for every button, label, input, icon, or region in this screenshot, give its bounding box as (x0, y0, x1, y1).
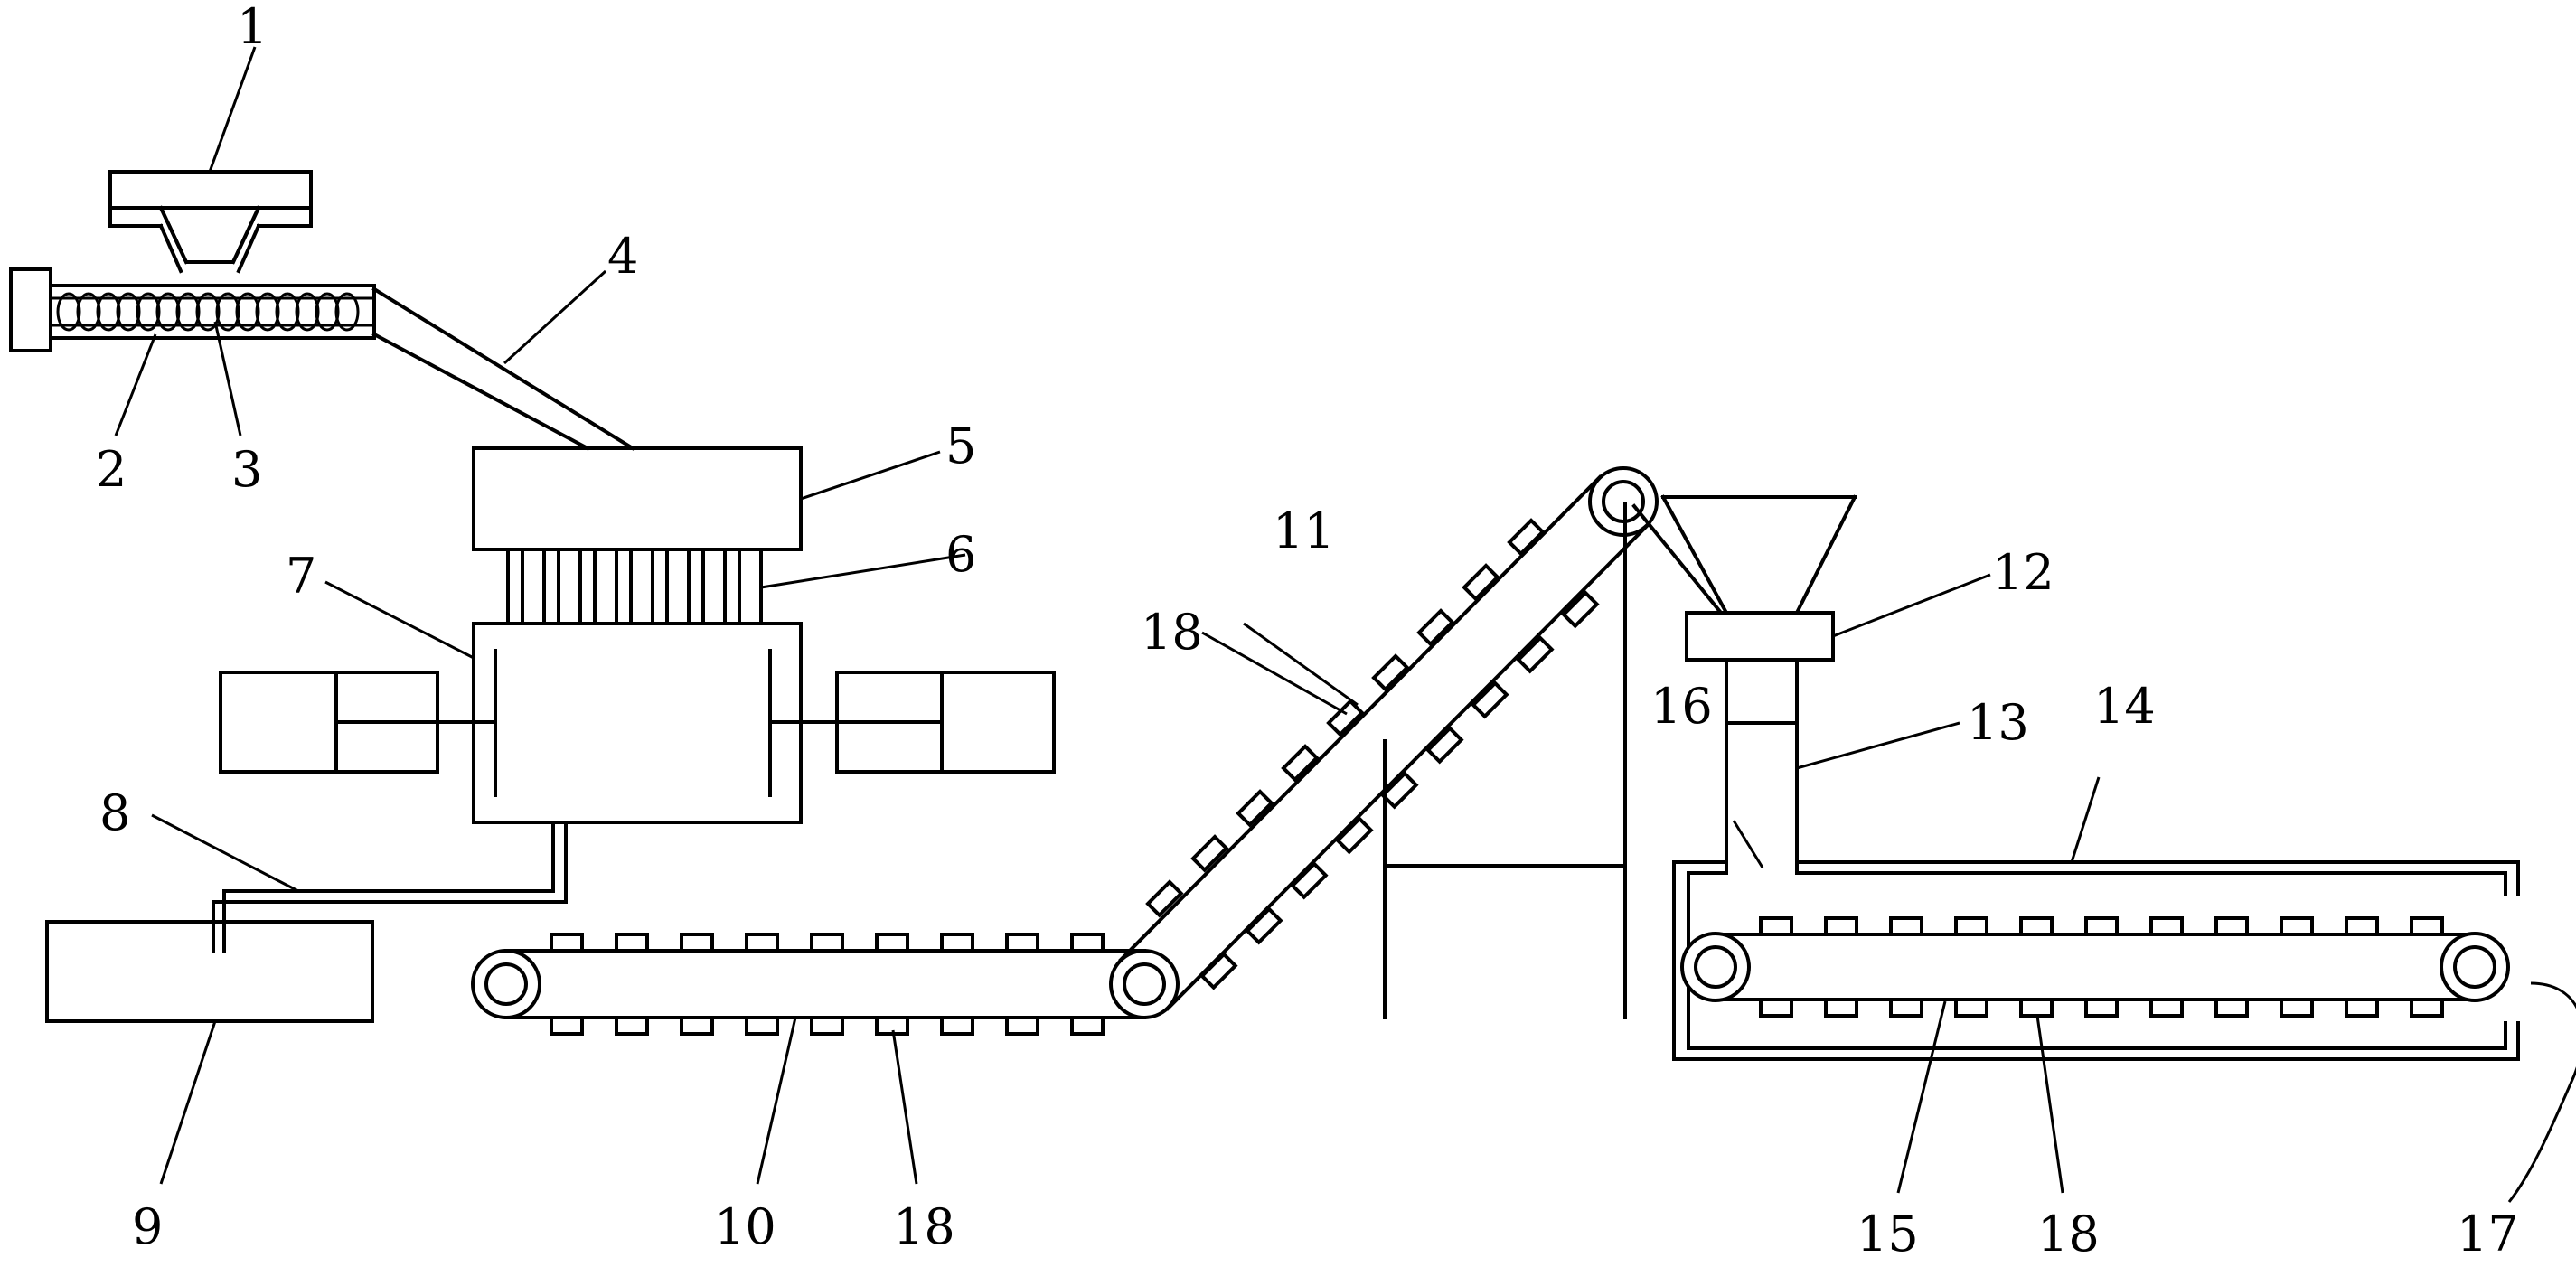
dryer-cleats-bottom (1759, 998, 2444, 1018)
dryer-conveyor (1680, 916, 2510, 1018)
inclined-cleats-top (1145, 518, 1546, 918)
label-6: 6 (945, 526, 976, 583)
dryer-cleats-top (1759, 916, 2444, 936)
screw-spiral (56, 292, 360, 332)
reference-labels: 1 2 3 4 5 6 7 8 9 10 18 11 18 12 13 14 1… (96, 0, 2519, 1262)
discharge-pipe (212, 821, 568, 953)
label-1: 1 (237, 0, 268, 55)
mixing-chamber (472, 622, 803, 824)
label-5: 5 (945, 418, 976, 474)
label-17: 17 (2457, 1206, 2519, 1262)
label-15: 15 (1857, 1206, 1919, 1262)
cleats-top (550, 933, 1105, 953)
distribution-box (472, 446, 803, 551)
label-9: 9 (132, 1198, 163, 1255)
label-18-incline: 18 (1141, 604, 1203, 661)
label-8: 8 (99, 784, 130, 841)
cleats-bottom (550, 1016, 1105, 1036)
right-motor (768, 671, 1056, 774)
label-18-dryer: 18 (2037, 1206, 2100, 1262)
collection-tank (45, 920, 374, 1023)
left-motor (219, 671, 497, 774)
feed-hopper (108, 170, 313, 274)
feed-pipe (371, 286, 635, 451)
feed-chute (1725, 658, 1799, 866)
label-10: 10 (714, 1198, 776, 1255)
label-4: 4 (607, 228, 638, 285)
horizontal-conveyor (471, 933, 1180, 1036)
label-16: 16 (1650, 678, 1713, 735)
screw-feeder (9, 267, 376, 352)
label-14: 14 (2093, 678, 2156, 735)
label-18-bottom: 18 (893, 1198, 955, 1255)
label-2: 2 (96, 441, 127, 498)
receiving-hopper (1631, 494, 1857, 662)
label-13: 13 (1967, 694, 2029, 751)
inclined-cleats-bottom (1199, 590, 1600, 990)
support-frame (1383, 502, 1627, 1019)
label-12: 12 (1992, 544, 2054, 601)
inclined-conveyor (1118, 466, 1659, 1011)
nozzle-array (506, 548, 763, 625)
label-7: 7 (286, 548, 316, 605)
leader-lines (114, 46, 2576, 1203)
label-11: 11 (1273, 502, 1335, 559)
label-3: 3 (231, 441, 262, 498)
dryer-housing (1672, 860, 2520, 1061)
